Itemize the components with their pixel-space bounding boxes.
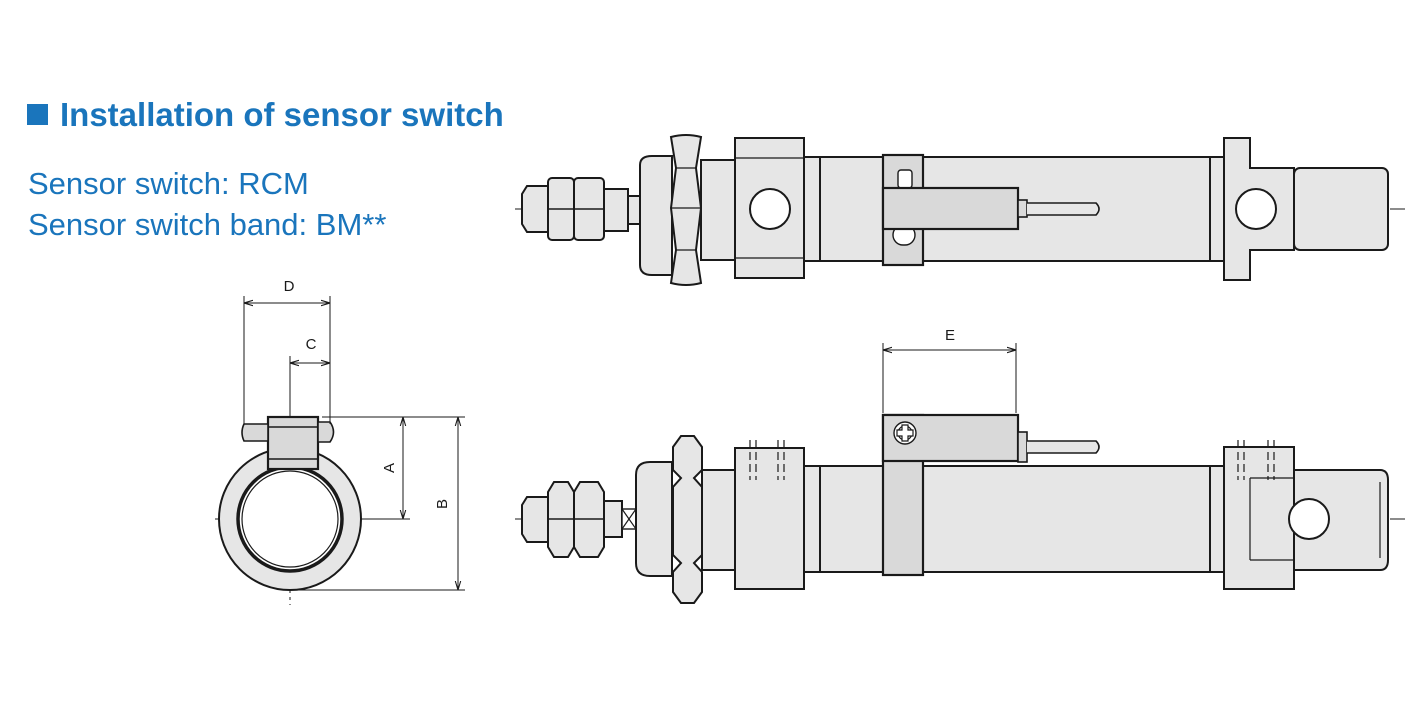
phillips-screw-icon: [893, 421, 917, 445]
dimension-b-label: B: [434, 499, 451, 509]
dimension-e-label: E: [945, 327, 955, 344]
band-bolt: [241, 423, 269, 442]
cylinder-barrel: [819, 465, 1211, 573]
rear-clevis: [1293, 469, 1389, 571]
rod-nut: [521, 481, 605, 558]
dimensions: [243, 296, 1017, 591]
sensor-cable: [1027, 202, 1100, 216]
sensor-cable: [1027, 440, 1100, 454]
front-head: [734, 447, 805, 590]
front-flange: [639, 155, 673, 276]
dimension-a-label: A: [381, 463, 398, 473]
sensor-switch-section: [266, 415, 320, 471]
mounting-nut: [672, 435, 703, 604]
port-hole: [749, 188, 791, 230]
mounting-nut: [669, 134, 703, 286]
front-flange: [635, 461, 673, 577]
piston-rod: [603, 188, 629, 232]
cylinder-side-view: [515, 413, 1405, 604]
section-header: Installation of sensor switch: [27, 98, 504, 131]
sensor-switch-label: Sensor switch: RCM: [28, 166, 309, 201]
sensor-band-label: Sensor switch band: BM**: [28, 207, 387, 242]
sensor-switch: [881, 186, 1020, 231]
band-screw-icon: [897, 169, 913, 189]
cylinder-top-view: [515, 134, 1405, 286]
end-view: [215, 415, 365, 605]
rod-nut: [521, 177, 605, 241]
cylinder-tube: [236, 465, 344, 573]
rod-neck: [627, 195, 641, 225]
piston-rod: [603, 500, 623, 538]
dimension-d-label: D: [284, 278, 295, 295]
square-bullet-icon: [27, 104, 48, 125]
page-title: Installation of sensor switch: [60, 96, 504, 133]
pin-hole: [1288, 498, 1330, 540]
rear-clevis: [1293, 167, 1389, 251]
dimension-c-label: C: [306, 336, 317, 353]
rear-cover: [1223, 446, 1295, 590]
